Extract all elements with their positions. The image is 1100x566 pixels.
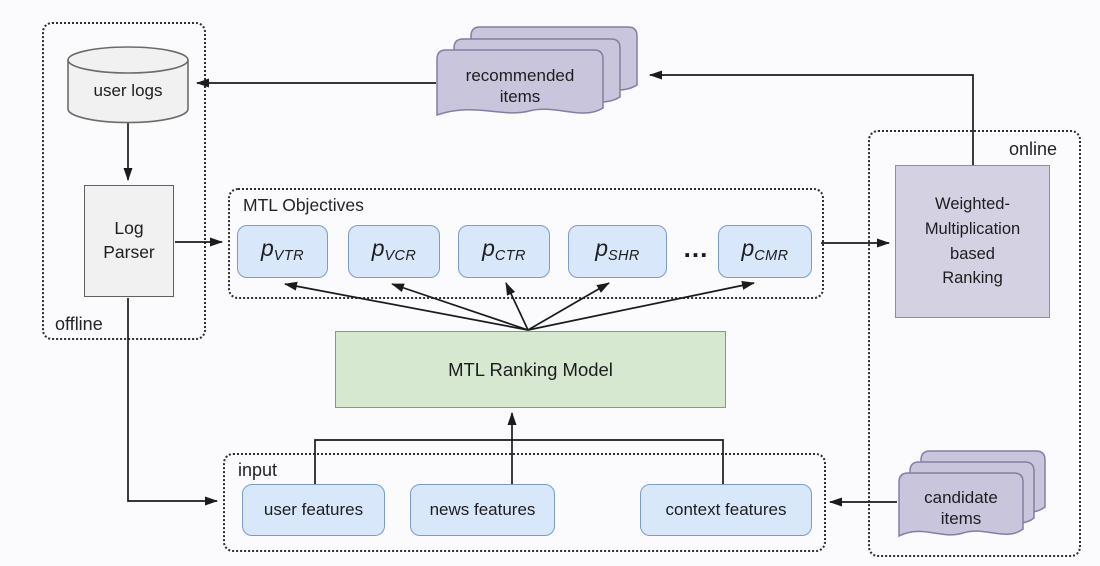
log-parser-box: Log Parser bbox=[84, 185, 174, 297]
weighted-label-line2: Multiplication bbox=[924, 219, 1021, 238]
weighted-multiplication-ranking-box: Weighted- Multiplication based Ranking bbox=[895, 165, 1050, 318]
log-parser-label-line2: Parser bbox=[103, 242, 155, 262]
p-symbol: p bbox=[371, 235, 385, 261]
p-subscript: SHR bbox=[607, 248, 640, 265]
candidate-items-line2: items bbox=[940, 509, 982, 528]
news-features-box: news features bbox=[410, 484, 555, 536]
recommended-items-line2: items bbox=[499, 87, 541, 106]
mtl-ranking-model-box: MTL Ranking Model bbox=[335, 331, 726, 408]
objective-box-pvcr: p VCR bbox=[348, 225, 440, 278]
p-symbol: p bbox=[482, 235, 495, 261]
objective-box-pcmr: p CMR bbox=[718, 225, 812, 278]
objective-box-pvtr: p VTR bbox=[237, 225, 328, 278]
online-region: online bbox=[868, 130, 1081, 557]
objective-box-pshr: p SHR bbox=[568, 225, 667, 278]
user-features-box: user features bbox=[242, 484, 385, 536]
p-subscript: CMR bbox=[754, 248, 789, 265]
user-logs-database: user logs bbox=[66, 45, 190, 125]
p-symbol: p bbox=[261, 235, 274, 261]
weighted-label-line1: Weighted- bbox=[935, 195, 1010, 213]
recommended-items-line1: recommended bbox=[465, 65, 575, 85]
offline-region: offline bbox=[42, 22, 206, 340]
input-region-label: input bbox=[238, 460, 278, 480]
p-subscript: CTR bbox=[494, 248, 526, 265]
candidate-items-stack-icon bbox=[898, 450, 1046, 538]
p-symbol: p bbox=[595, 235, 608, 261]
mtl-ranking-model-label: MTL Ranking Model bbox=[448, 358, 613, 380]
p-subscript: VTR bbox=[273, 248, 304, 265]
recommended-items-node: recommended items bbox=[435, 26, 640, 126]
recommended-items-stack-icon bbox=[436, 26, 638, 117]
candidate-items-node: candidate items bbox=[897, 450, 1047, 547]
weighted-label-line3: based bbox=[950, 244, 995, 263]
weighted-label-line4: Ranking bbox=[942, 269, 1003, 288]
p-symbol: p bbox=[741, 235, 755, 261]
context-features-box: context features bbox=[640, 484, 812, 536]
news-features-label: news features bbox=[429, 500, 536, 519]
user-logs-label: user logs bbox=[93, 81, 163, 100]
context-features-label: context features bbox=[665, 500, 787, 519]
candidate-items-label: candidate items bbox=[898, 472, 1024, 544]
recommended-items-label: recommended items bbox=[436, 49, 604, 123]
database-cylinder-icon bbox=[67, 46, 189, 124]
candidate-items-line1: candidate bbox=[924, 487, 998, 507]
online-region-label: online bbox=[1008, 139, 1057, 159]
user-features-label: user features bbox=[263, 500, 364, 519]
mtl-objectives-region-label: MTL Objectives bbox=[243, 195, 364, 215]
p-subscript: VCR bbox=[384, 248, 417, 265]
log-parser-label-line1: Log bbox=[114, 218, 144, 239]
objective-box-pctr: p CTR bbox=[458, 225, 550, 278]
objectives-ellipsis: ... bbox=[683, 233, 709, 263]
offline-region-label: offline bbox=[55, 314, 103, 334]
